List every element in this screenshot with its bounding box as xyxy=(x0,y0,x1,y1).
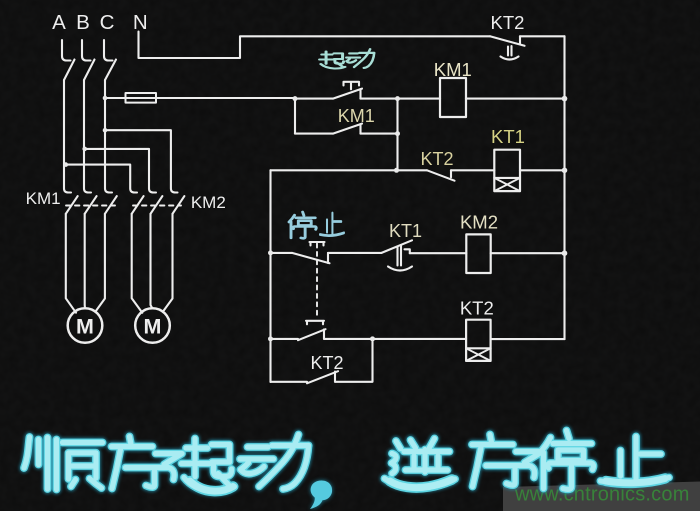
svg-text:M: M xyxy=(144,315,162,339)
svg-text:KM1: KM1 xyxy=(338,106,375,126)
svg-text:C: C xyxy=(100,11,115,34)
svg-text:KM1: KM1 xyxy=(434,59,472,80)
svg-text:KT1: KT1 xyxy=(491,126,525,147)
svg-text:A: A xyxy=(52,11,66,34)
svg-text:M: M xyxy=(76,315,94,339)
svg-text:B: B xyxy=(76,11,90,34)
svg-text:www.cntronics.com: www.cntronics.com xyxy=(514,484,690,506)
svg-text:KT1: KT1 xyxy=(389,221,422,241)
svg-text:KT2: KT2 xyxy=(460,297,494,318)
svg-text:N: N xyxy=(133,11,148,34)
svg-text:KT2: KT2 xyxy=(310,353,343,373)
svg-text:KT2: KT2 xyxy=(420,149,453,169)
svg-text:KM1: KM1 xyxy=(26,189,61,208)
svg-text:KM2: KM2 xyxy=(460,212,498,233)
svg-text:KM2: KM2 xyxy=(191,193,226,212)
svg-text:KT2: KT2 xyxy=(491,12,525,33)
